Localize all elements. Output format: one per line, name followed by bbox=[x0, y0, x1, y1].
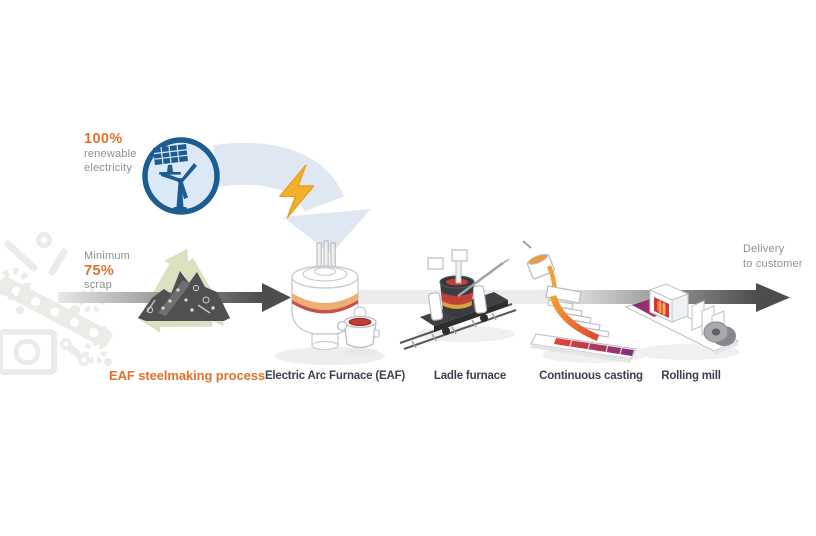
step-label-electric-arc-furnace: Electric Arc Furnace (EAF) bbox=[264, 370, 406, 382]
electricity-flow-arrow bbox=[212, 142, 371, 254]
scrap-label: scrap bbox=[84, 279, 112, 291]
delivery-label-line1: Delivery bbox=[743, 243, 785, 255]
step-label-continuous-casting: Continuous casting bbox=[539, 370, 643, 382]
scrap-minimum-label: Minimum bbox=[84, 250, 131, 262]
ladle-furnace-illustration bbox=[399, 249, 517, 350]
electricity-value: 100% bbox=[84, 131, 123, 147]
wind-turbine-icon bbox=[161, 163, 197, 211]
electric-arc-furnace-illustration bbox=[275, 240, 385, 365]
process-title: EAF steelmaking process bbox=[109, 368, 265, 383]
electricity-label-line1: renewable bbox=[84, 148, 137, 160]
scrap-pile-illustration bbox=[138, 271, 230, 321]
step-label-ladle-furnace: Ladle furnace bbox=[433, 370, 507, 382]
step-label-rolling-mill: Rolling mill bbox=[661, 370, 721, 382]
rolling-mill-illustration bbox=[624, 283, 740, 360]
lightning-bolt-icon bbox=[279, 164, 315, 218]
electricity-label-line2: electricity bbox=[84, 162, 133, 174]
solar-panel-icon bbox=[153, 144, 188, 175]
renewable-electricity-icon bbox=[142, 137, 220, 215]
scrap-value: 75% bbox=[84, 263, 115, 279]
small-ladle-illustration bbox=[336, 315, 380, 356]
continuous-casting-illustration bbox=[522, 240, 646, 363]
delivery-label-line2: to customer bbox=[743, 258, 803, 270]
background-machinery-art bbox=[0, 232, 113, 375]
